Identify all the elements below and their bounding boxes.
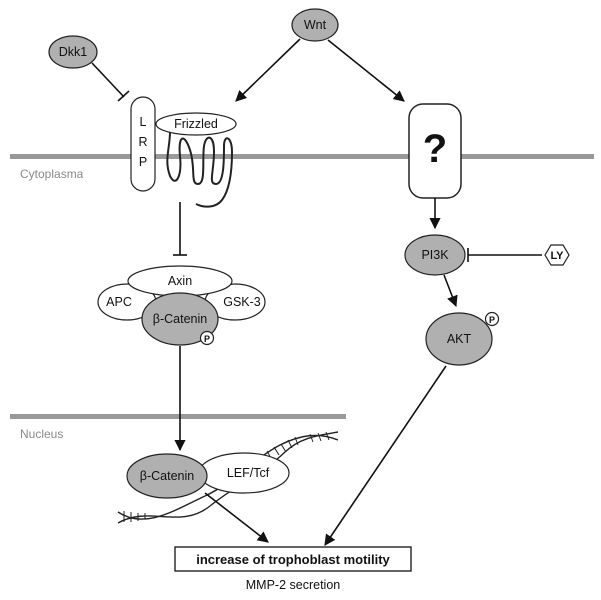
ly-node: LY bbox=[544, 244, 570, 266]
dkk1-inhibits-lrp bbox=[91, 62, 130, 102]
wnt-label: Wnt bbox=[304, 18, 327, 32]
lrp-receptor: L R P bbox=[130, 96, 156, 192]
lef-tcf-to-motility-arrow bbox=[204, 492, 269, 543]
wnt-to-unknown-arrow bbox=[327, 39, 405, 102]
akt-to-motility-arrow bbox=[324, 365, 447, 546]
apc-label: APC bbox=[106, 295, 132, 309]
nuclear-complex: LEF/Tcf β-Catenin bbox=[126, 452, 290, 499]
destruction-complex: APC GSK-3 Axin β-Catenin P bbox=[97, 265, 266, 346]
dkk1-label: Dkk1 bbox=[59, 45, 88, 59]
ly-label: LY bbox=[550, 250, 564, 262]
motility-outcome-label: increase of trophoblast motility bbox=[196, 552, 390, 567]
unknown-receptor-label: ? bbox=[423, 127, 447, 171]
phospho-badge-beta-catenin bbox=[199, 330, 215, 346]
gsk3-label: GSK-3 bbox=[223, 295, 261, 309]
lrp-letter-p: P bbox=[139, 155, 147, 169]
lrp-letter-l: L bbox=[140, 115, 147, 129]
lrp-letter-r: R bbox=[138, 135, 147, 149]
beta-catenin-cytoplasm-label: β-Catenin bbox=[153, 312, 207, 326]
beta-catenin-nucleus-node bbox=[126, 453, 208, 499]
plasma-membrane bbox=[10, 154, 594, 159]
phospho-badge-beta-catenin-label: P bbox=[204, 334, 210, 344]
phospho-badge-akt-label: P bbox=[489, 315, 495, 325]
beta-catenin-cytoplasm-node bbox=[141, 292, 219, 346]
wnt-node: Wnt bbox=[291, 8, 339, 42]
nuclear-membrane bbox=[10, 414, 346, 419]
pi3k-node: PI3K bbox=[404, 234, 466, 276]
beta-catenin-nucleus-label: β-Catenin bbox=[140, 469, 194, 483]
wnt-to-frizzled-arrow bbox=[235, 38, 301, 102]
dkk1-node: Dkk1 bbox=[48, 35, 98, 69]
frizzled-inhibits-complex bbox=[173, 202, 187, 256]
ly-inhibits-pi3k bbox=[467, 248, 542, 262]
phospho-badge-akt bbox=[484, 311, 500, 327]
axin-label: Axin bbox=[168, 274, 192, 288]
nucleus-label: Nucleus bbox=[20, 427, 63, 441]
frizzled-receptor: Frizzled bbox=[155, 112, 237, 208]
pi3k-label: PI3K bbox=[421, 248, 449, 262]
unknown-receptor: ? bbox=[408, 103, 462, 199]
cytoplasm-label: Cytoplasma bbox=[20, 167, 84, 181]
pi3k-to-akt-arrow bbox=[443, 274, 458, 308]
akt-node: AKT P bbox=[425, 311, 500, 366]
mmp2-secretion-label: MMP-2 secretion bbox=[246, 578, 341, 592]
motility-outcome-box: increase of trophoblast motility bbox=[174, 546, 412, 572]
lef-tcf-label: LEF/Tcf bbox=[227, 466, 270, 480]
akt-label: AKT bbox=[447, 332, 472, 346]
frizzled-label: Frizzled bbox=[174, 117, 218, 131]
